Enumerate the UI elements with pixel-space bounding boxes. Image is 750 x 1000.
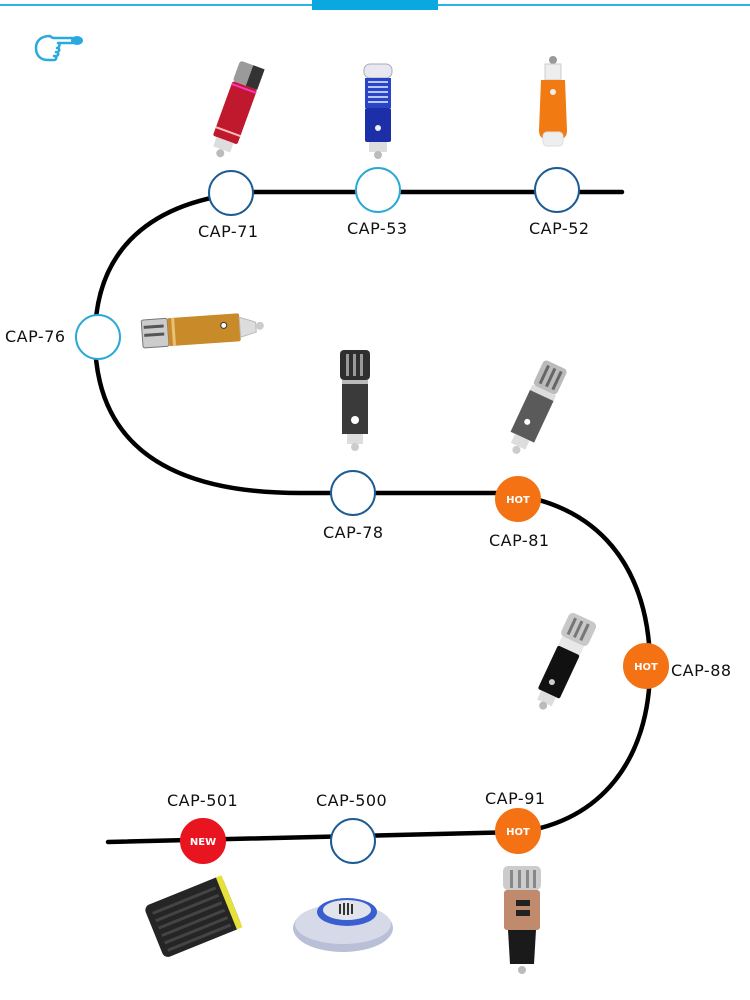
node-label-cap-81: CAP-81 xyxy=(489,531,550,550)
node-label-cap-501: CAP-501 xyxy=(167,791,239,810)
node-label-cap-91: CAP-91 xyxy=(485,789,546,808)
product-image-cap-71[interactable] xyxy=(207,60,265,161)
hot-badge: HOT xyxy=(506,827,530,838)
product-image-cap-52[interactable] xyxy=(539,56,567,147)
product-image-cap-501[interactable] xyxy=(144,875,243,958)
node-label-cap-88: CAP-88 xyxy=(671,661,732,680)
node-circle[interactable] xyxy=(355,167,401,213)
timeline-node-cap-500[interactable] xyxy=(330,818,376,864)
product-image-cap-91[interactable] xyxy=(503,866,541,974)
timeline-node-cap-71[interactable] xyxy=(208,170,254,216)
node-circle[interactable] xyxy=(495,808,541,854)
node-circle[interactable] xyxy=(330,818,376,864)
timeline-node-cap-91[interactable]: HOT xyxy=(495,808,541,854)
timeline-node-cap-501[interactable]: NEW xyxy=(180,818,226,864)
node-circle[interactable] xyxy=(330,470,376,516)
product-image-cap-500[interactable] xyxy=(293,898,393,952)
product-image-cap-81[interactable] xyxy=(503,359,568,459)
product-image-cap-53[interactable] xyxy=(363,63,393,159)
top-accent-tab xyxy=(312,0,438,10)
node-label-cap-500: CAP-500 xyxy=(316,791,388,810)
pointing-hand-icon xyxy=(34,34,83,62)
node-circle[interactable] xyxy=(180,818,226,864)
node-label-cap-76: CAP-76 xyxy=(5,327,66,346)
node-label-cap-53: CAP-53 xyxy=(347,219,408,238)
node-circle[interactable] xyxy=(623,643,669,689)
timeline-path xyxy=(92,189,653,845)
product-image-cap-88[interactable] xyxy=(528,611,598,715)
node-label-cap-52: CAP-52 xyxy=(529,219,590,238)
node-label-cap-71: CAP-71 xyxy=(198,222,259,241)
timeline-node-cap-52[interactable] xyxy=(534,167,580,213)
node-circle[interactable] xyxy=(495,476,541,522)
new-badge: NEW xyxy=(190,837,216,848)
node-label-cap-78: CAP-78 xyxy=(323,523,384,542)
node-circle[interactable] xyxy=(534,167,580,213)
product-image-cap-76[interactable] xyxy=(140,312,265,349)
node-circle[interactable] xyxy=(75,314,121,360)
hot-badge: HOT xyxy=(634,662,658,673)
timeline-node-cap-78[interactable] xyxy=(330,470,376,516)
node-circle[interactable] xyxy=(208,170,254,216)
timeline-node-cap-53[interactable] xyxy=(355,167,401,213)
timeline-node-cap-76[interactable] xyxy=(75,314,121,360)
timeline-node-cap-81[interactable]: HOT xyxy=(495,476,541,522)
timeline-node-cap-88[interactable]: HOT xyxy=(623,643,669,689)
hot-badge: HOT xyxy=(506,495,530,506)
product-image-cap-78[interactable] xyxy=(340,350,370,451)
